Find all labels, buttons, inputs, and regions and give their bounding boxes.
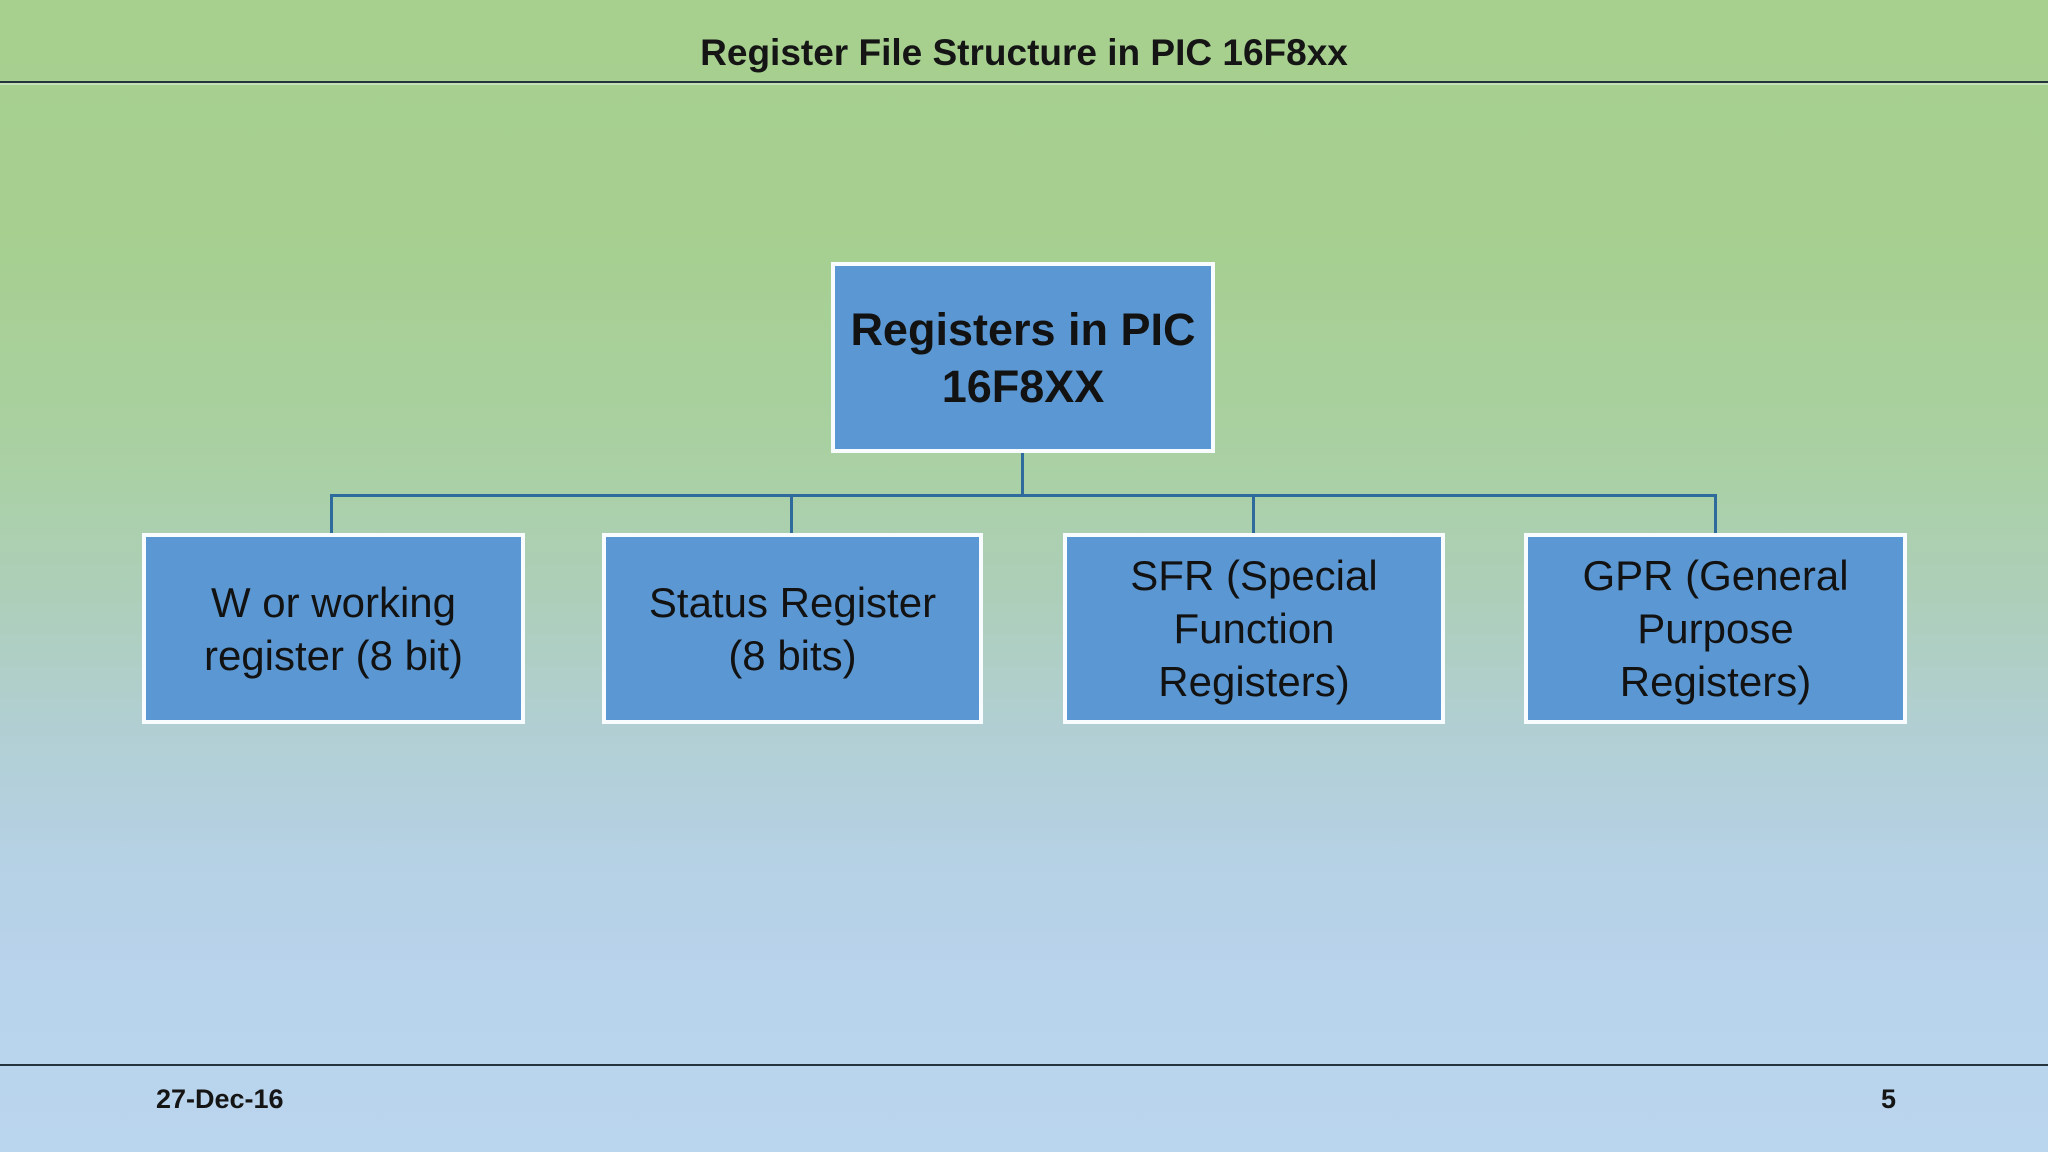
child-node-working-register: W or working register (8 bit) <box>142 533 525 724</box>
title-divider <box>0 81 2048 83</box>
connector-drop-gpr <box>1714 494 1717 535</box>
page-title: Register File Structure in PIC 16F8xx <box>700 32 1348 73</box>
child-node-label-line: register (8 bit) <box>203 631 464 679</box>
child-node-sfr: SFR (Special Function Registers) <box>1063 533 1445 724</box>
connector-drop-status-register <box>790 494 793 535</box>
child-node-label-line: Status Register <box>648 578 937 626</box>
child-node-label-line: GPR (General <box>1582 552 1849 599</box>
child-node-label-line: SFR (Special <box>1130 552 1378 599</box>
footer-divider <box>0 1064 2048 1066</box>
child-node-label-line: W or working <box>210 578 457 626</box>
child-node-label-line: Registers) <box>1158 658 1350 705</box>
connector-bus-line <box>330 494 1717 497</box>
child-node-label-line: Registers) <box>1619 658 1812 705</box>
root-node-label-line: 16F8XX <box>941 360 1105 412</box>
child-node-gpr: GPR (General Purpose Registers) <box>1524 533 1907 724</box>
child-node-label-line: Function <box>1173 605 1335 652</box>
connector-drop-working-register <box>330 494 333 535</box>
connector-root-stub <box>1021 451 1024 497</box>
child-node-status-register: Status Register (8 bits) <box>602 533 983 724</box>
footer-page-number: 5 <box>1880 1084 1896 1114</box>
footer-date: 27-Dec-16 <box>156 1084 284 1114</box>
child-node-label-line: (8 bits) <box>728 631 857 679</box>
connector-drop-sfr <box>1252 494 1255 535</box>
root-node-label-line: Registers in PIC <box>850 303 1196 355</box>
root-node-registers-in-pic: Registers in PIC 16F8XX <box>831 262 1215 453</box>
child-node-label-line: Purpose <box>1637 605 1794 652</box>
